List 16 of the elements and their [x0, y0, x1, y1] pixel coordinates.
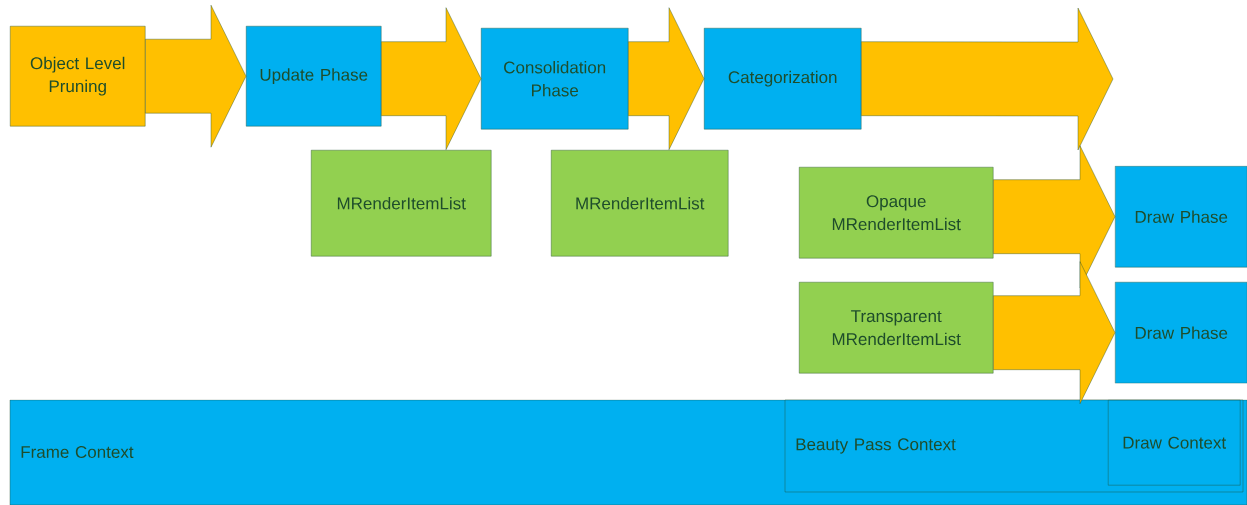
phase-box: Draw Phase: [1115, 166, 1247, 268]
block-arrow: [381, 7, 482, 150]
block-arrow: [145, 5, 247, 148]
phase-box: Consolidation Phase: [481, 28, 629, 130]
list-box: MRenderItemList: [311, 150, 492, 257]
list-box: Opaque MRenderItemList: [799, 167, 994, 259]
stage-box: Object Level Pruning: [10, 26, 146, 127]
phase-box: Draw Phase: [1115, 282, 1247, 384]
block-arrow: [993, 261, 1116, 404]
phase-box: Categorization: [704, 28, 862, 130]
block-arrow: [861, 7, 1114, 151]
list-box: Transparent MRenderItemList: [799, 282, 994, 374]
block-arrow: [628, 7, 705, 150]
list-box: MRenderItemList: [551, 150, 729, 257]
context-box: Draw Context: [1108, 400, 1241, 486]
phase-box: Update Phase: [246, 26, 382, 127]
